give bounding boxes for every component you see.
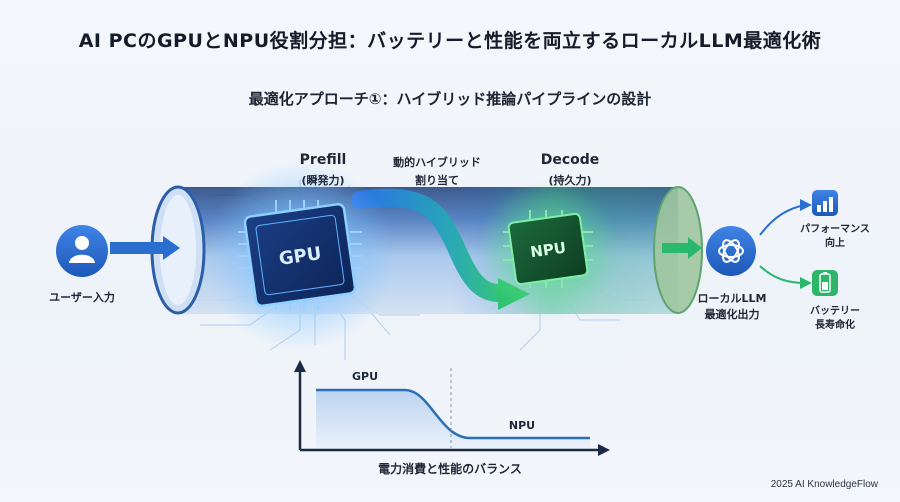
- chart-npu-label: NPU: [508, 419, 536, 432]
- gpu-chip: [205, 160, 395, 350]
- footer-credit: 2025 AI KnowledgeFlow: [770, 479, 878, 490]
- hybrid-allocation-label-1: 動的ハイブリッド: [393, 156, 481, 169]
- benefit-performance-label-2: 向上: [825, 238, 845, 249]
- input-arrow: [110, 236, 180, 260]
- page-title: AI PCのGPUとNPU役割分担：バッテリーと性能を両立するローカルLLM最適…: [78, 30, 822, 52]
- decode-phase-label: Decode: [540, 152, 600, 168]
- chart-up-icon: [812, 190, 838, 216]
- user-input-label: ユーザー入力: [49, 291, 115, 304]
- npu-chip: [478, 180, 618, 320]
- output-arrow: [662, 237, 702, 259]
- battery-icon: [812, 270, 838, 296]
- benefit-performance-label-1: パフォーマンス: [800, 224, 870, 235]
- power-curve: [316, 388, 590, 440]
- page-subtitle: 最適化アプローチ①：ハイブリッド推論パイプラインの設計: [248, 90, 652, 108]
- llm-output-label-1: ローカルLLM: [697, 292, 767, 305]
- decode-phase-note: (持久力): [548, 174, 592, 187]
- benefit-battery-label-1: バッテリー: [810, 306, 860, 317]
- chart-gpu-label: GPU: [351, 370, 379, 383]
- chart-caption: 電力消費と性能のバランス: [378, 462, 522, 476]
- power-balance-chart: [294, 360, 610, 456]
- benefit-battery-label-2: 長寿命化: [815, 320, 855, 331]
- npu-chip-label: NPU: [529, 239, 567, 262]
- hybrid-allocation-label-2: 割り当て: [415, 174, 459, 187]
- benefit-arrow-down: [759, 265, 806, 284]
- prefill-phase-label: Prefill: [299, 152, 347, 168]
- prefill-phase-note: (瞬発力): [301, 174, 345, 187]
- llm-output-label-2: 最適化出力: [704, 308, 760, 321]
- hybrid-flow-arrow: [351, 188, 514, 303]
- user-icon: [56, 225, 108, 277]
- llm-logo-icon: [706, 226, 756, 276]
